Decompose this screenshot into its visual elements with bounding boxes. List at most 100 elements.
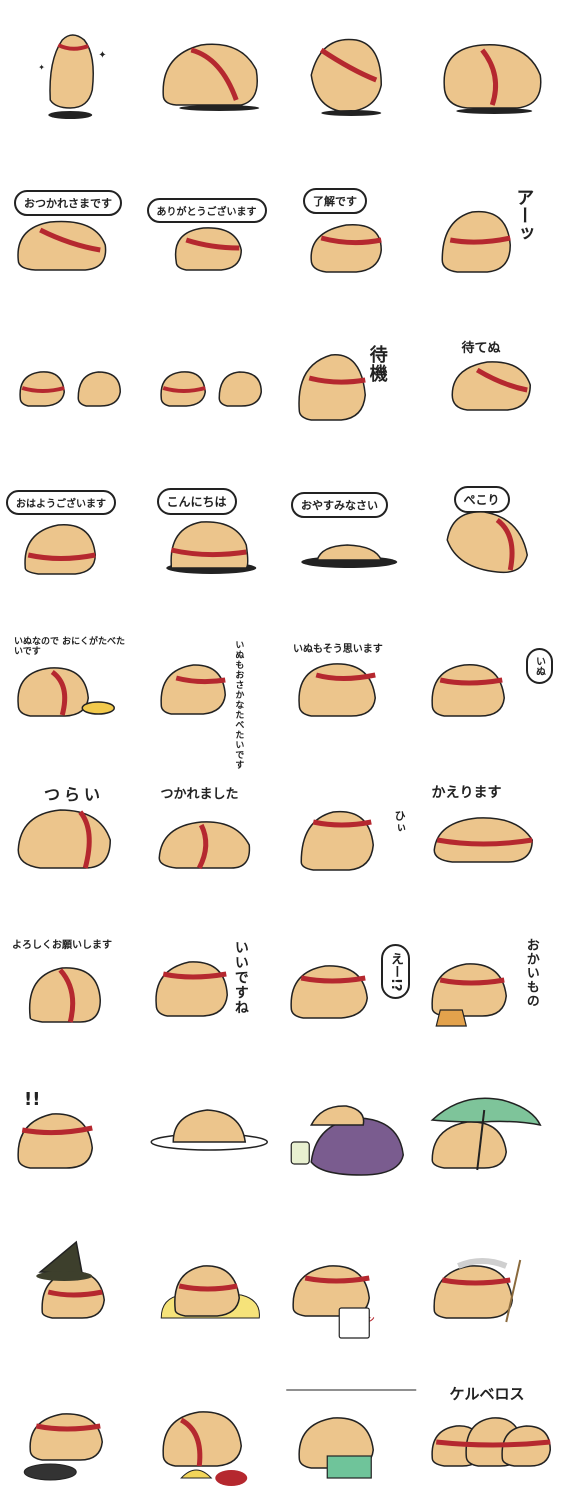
sticker-two-dogs-ball[interactable] (0, 300, 141, 450)
dog-hole-illustration (165, 521, 256, 574)
caption-text: ケルベロス (449, 1385, 525, 1403)
sticker-matenu[interactable]: 待てぬ (422, 300, 562, 450)
dog-fluffy-illustration (442, 44, 542, 114)
sticker-two-dogs[interactable] (141, 300, 282, 450)
sticker-kotatsu[interactable] (281, 1050, 422, 1200)
dog-ramen-illustration (292, 1265, 371, 1339)
caption-text: !! (24, 1089, 41, 1110)
sticker-aah[interactable]: アーッ (422, 150, 562, 300)
speech-bubble: おはようございます (6, 490, 116, 515)
dog-startled-illustration (17, 1113, 94, 1169)
sticker-inumo-sou[interactable]: いぬもそう思います (281, 600, 422, 750)
caption-text: つらい (44, 785, 105, 804)
svg-text:✦: ✦ (98, 50, 106, 61)
dog-jump-illustration: ✦ ✦ (38, 34, 107, 119)
svg-text:✦: ✦ (38, 63, 45, 72)
sticker-oyasumi[interactable]: おやすみなさい (281, 450, 422, 600)
caption-text: 待てぬ (461, 341, 501, 356)
dog-salute-illustration (310, 223, 383, 273)
dog-waiting-illustration (298, 354, 367, 421)
speech-bubble: おやすみなさい (291, 492, 388, 518)
dog-agree-illustration (298, 663, 377, 717)
caption-text: かえります (431, 785, 502, 801)
sticker-otsukare[interactable]: おつかれさまです (0, 150, 141, 300)
dog-tired-illustration (157, 821, 250, 870)
dog-bow-illustration (174, 227, 242, 271)
sticker-cooking[interactable] (0, 1350, 141, 1500)
dog-witch-illustration (36, 1240, 106, 1319)
caption-text: いぬもそう思います (293, 644, 383, 655)
sticker-jumping-dog[interactable]: ✦ ✦ (0, 0, 141, 150)
sticker-cleaning[interactable] (422, 1200, 562, 1350)
caption-text: いぬなので おにくがたべたいです (14, 637, 125, 657)
sticker-sparkle[interactable] (141, 1200, 282, 1350)
dog-loaf-illustration (161, 43, 259, 111)
caption-text: 待機 (366, 345, 388, 383)
sticker-sleeping-dog[interactable] (141, 0, 282, 150)
caption-text: いいですね (232, 940, 249, 1015)
speech-bubble: ぺこり (453, 486, 510, 513)
two-dogs-sitting-illustration (159, 371, 262, 407)
sticker-ohayou[interactable]: おはようございます (0, 450, 141, 600)
sticker-oniku[interactable]: いぬなので おにくがたべたいです (0, 600, 141, 750)
sticker-arigatou[interactable]: ありがとうございます (141, 150, 282, 300)
sticker-exclaim[interactable]: !! (0, 1050, 141, 1200)
dog-shout-illustration (440, 210, 511, 273)
dog-surprised-illustration (290, 965, 369, 1019)
sticker-iidesune[interactable]: いいですね (141, 900, 282, 1050)
sticker-tsurai[interactable]: つらい (0, 750, 141, 900)
sticker-ee[interactable]: えー!? (281, 900, 422, 1050)
speech-bubble: こんにちは (156, 488, 237, 515)
speech-bubble: 了解です (303, 188, 367, 214)
sticker-tsukaremashita[interactable]: つかれました (141, 750, 282, 900)
two-dogs-illustration (19, 371, 122, 407)
caption-text: つかれました (160, 787, 239, 802)
dog-bow-deep-illustration (28, 967, 102, 1023)
dog-melt-illustration (150, 1109, 268, 1151)
sticker-laundry[interactable] (281, 1350, 422, 1500)
dog-lean-illustration (310, 38, 383, 116)
shout-text: アーッ (513, 188, 535, 242)
dog-sad-illustration (17, 809, 112, 869)
sticker-umbrella[interactable] (422, 1050, 562, 1200)
dog-sink-illustration (301, 544, 398, 568)
sticker-taiki[interactable]: 待機 (281, 300, 422, 450)
speech-bubble: ありがとうございます (146, 198, 267, 223)
sticker-ramen[interactable]: ラーメン (281, 1200, 422, 1350)
dog-running-illustration (450, 361, 531, 411)
sticker-kaerimasu[interactable]: かえります (422, 750, 562, 900)
dog-go-home-illustration (432, 817, 533, 863)
sticker-yoroshiku[interactable]: よろしくお願いします (0, 900, 141, 1050)
speech-bubble: いぬ (525, 648, 553, 684)
sticker-melt[interactable] (141, 1050, 282, 1200)
sticker-ryoukai[interactable]: 了解です (281, 150, 422, 300)
dog-otsukare-illustration (17, 220, 107, 271)
caption-text: いぬもおさかなたべたいです (233, 640, 244, 770)
dog-fish-illustration (159, 664, 226, 715)
dog-broom-illustration (432, 1258, 521, 1323)
dog-shopping-illustration (430, 963, 507, 1027)
dog-bowl-illustration (17, 667, 115, 717)
sticker-leaning-dog[interactable] (281, 0, 422, 150)
sticker-hii[interactable]: ひぃ (281, 750, 422, 900)
sticker-konnichiwa[interactable]: こんにちは (141, 450, 282, 600)
speech-bubble: えー!? (381, 944, 410, 1000)
caption-text: よろしくお願いします (12, 940, 112, 951)
dog-umbrella-illustration (430, 1097, 542, 1171)
dog-scared-illustration (300, 810, 375, 871)
caption-text: ひぃ (393, 810, 407, 834)
sticker-okaimono[interactable]: おかいもの (422, 900, 562, 1050)
dog-cerberus-illustration (430, 1417, 551, 1467)
sticker-fluffy-dog[interactable] (422, 0, 562, 150)
sticker-witch-hat[interactable] (0, 1200, 141, 1350)
sticker-inu[interactable]: いぬ (422, 600, 562, 750)
dog-morning-illustration (24, 524, 97, 575)
dog-cooking-illustration (23, 1413, 104, 1481)
sticker-osakana[interactable]: いぬもおさかなたべたいです (141, 600, 282, 770)
sticker-feast[interactable] (141, 1350, 282, 1500)
dog-feast-illustration (161, 1411, 247, 1486)
speech-bubble: おつかれさまです (14, 190, 122, 216)
sticker-pekori[interactable]: ぺこり (422, 450, 562, 600)
sticker-cerberus[interactable]: ケルベロス (422, 1350, 562, 1500)
